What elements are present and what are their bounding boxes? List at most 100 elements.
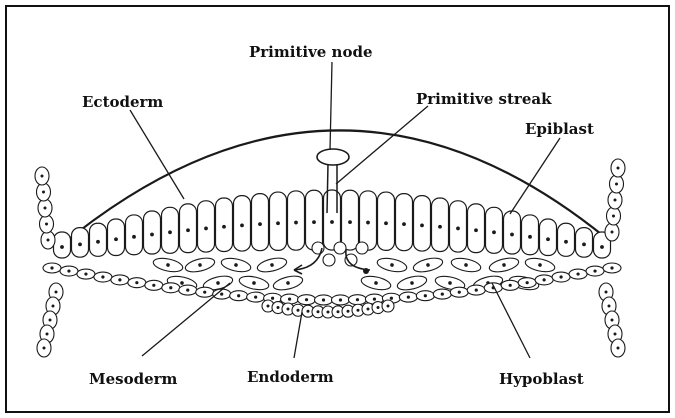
cell-nucleus [614, 333, 617, 336]
cell-nucleus [267, 305, 270, 308]
cell-nucleus [617, 347, 620, 350]
cell-nucleus [438, 225, 442, 229]
cell-nucleus [611, 319, 614, 322]
cell-nucleus [456, 227, 460, 231]
epiblast-cell [252, 194, 269, 251]
epiblast-cell [162, 207, 179, 253]
cell-nucleus [203, 291, 206, 294]
cell-nucleus [593, 269, 596, 272]
cell-nucleus [366, 221, 370, 225]
cell-nucleus [582, 242, 586, 246]
ingressing-cell [356, 242, 368, 254]
cell-nucleus [348, 220, 352, 224]
cell-nucleus [510, 233, 514, 237]
cell-nucleus [222, 225, 226, 229]
cell-nucleus [287, 308, 290, 311]
cell-nucleus [317, 310, 320, 313]
cell-nucleus [347, 310, 350, 313]
mesoderm-cell [184, 256, 216, 275]
epiblast-cell [342, 190, 359, 250]
epiblast-cell [234, 196, 251, 251]
epiblast-cell [72, 228, 89, 258]
cell-nucleus [49, 319, 52, 322]
label-primitive-node: Primitive node [249, 43, 373, 61]
ingressing-cell [334, 242, 346, 254]
cell-nucleus [307, 310, 310, 313]
cell-nucleus [377, 306, 380, 309]
epiblast-cell [180, 204, 197, 253]
cell-nucleus [168, 230, 172, 234]
cell-nucleus [474, 228, 478, 232]
cell-nucleus [294, 221, 298, 225]
cell-nucleus [528, 235, 532, 239]
cell-nucleus [169, 286, 172, 289]
cell-nucleus [357, 309, 360, 312]
label-mesoderm: Mesoderm [89, 370, 178, 388]
epiblast-cell [288, 191, 305, 250]
epiblast-cell [306, 190, 323, 250]
cell-nucleus [384, 221, 388, 225]
mesoderm-cell [488, 256, 520, 275]
epiblast-cell [270, 192, 287, 250]
cell-nucleus [576, 272, 579, 275]
label-ectoderm: Ectoderm [82, 93, 163, 111]
cell-nucleus [152, 284, 155, 287]
cell-nucleus [46, 333, 49, 336]
cell-nucleus [220, 292, 223, 295]
cell-nucleus [258, 222, 262, 226]
cell-nucleus [605, 291, 608, 294]
cell-nucleus [271, 297, 274, 300]
cell-nucleus [135, 281, 138, 284]
epiblast-cell [198, 201, 215, 252]
leader-primitive-node [330, 62, 332, 150]
cell-nucleus [600, 245, 604, 249]
cell-nucleus [55, 291, 58, 294]
cell-nucleus [276, 221, 280, 225]
epiblast-cell [360, 191, 377, 250]
cell-nucleus [204, 227, 208, 231]
leader-ectoderm [130, 110, 184, 199]
cell-nucleus [288, 297, 291, 300]
cell-nucleus [150, 233, 154, 237]
label-primitive-streak: Primitive streak [416, 90, 552, 108]
cell-nucleus [43, 347, 46, 350]
cell-nucleus [41, 175, 44, 178]
cell-nucleus [559, 275, 562, 278]
leader-hypoblast [492, 283, 530, 358]
cell-nucleus [339, 298, 342, 301]
mesoderm-cell [376, 256, 408, 274]
cell-nucleus [52, 305, 55, 308]
cell-nucleus [617, 167, 620, 170]
epiblast-cell [216, 198, 233, 252]
cell-nucleus [297, 309, 300, 312]
epiblast-cell [540, 219, 557, 256]
label-hypoblast: Hypoblast [499, 370, 584, 388]
mesoderm-cell [412, 256, 444, 275]
cell-nucleus [118, 278, 121, 281]
epiblast-cell [324, 190, 341, 250]
epiblast-cell [450, 201, 467, 252]
epiblast-layer [54, 190, 611, 258]
cell-nucleus [615, 183, 618, 186]
mesoderm-cell [152, 256, 184, 274]
mesoderm-cell [272, 274, 304, 293]
cell-nucleus [50, 266, 53, 269]
cell-nucleus [101, 275, 104, 278]
cell-nucleus [60, 245, 64, 249]
cell-nucleus [322, 298, 325, 301]
epiblast-cell [432, 198, 449, 252]
cell-nucleus [458, 291, 461, 294]
epiblast-cell [486, 207, 503, 253]
leader-epiblast [510, 138, 560, 214]
cell-nucleus [96, 240, 100, 244]
cell-nucleus [186, 288, 189, 291]
cell-nucleus [390, 297, 393, 300]
cell-nucleus [237, 294, 240, 297]
leader-endoderm [294, 312, 302, 358]
cell-nucleus [254, 296, 257, 299]
cell-nucleus [312, 220, 316, 224]
cell-nucleus [614, 199, 617, 202]
cell-nucleus [564, 240, 568, 244]
